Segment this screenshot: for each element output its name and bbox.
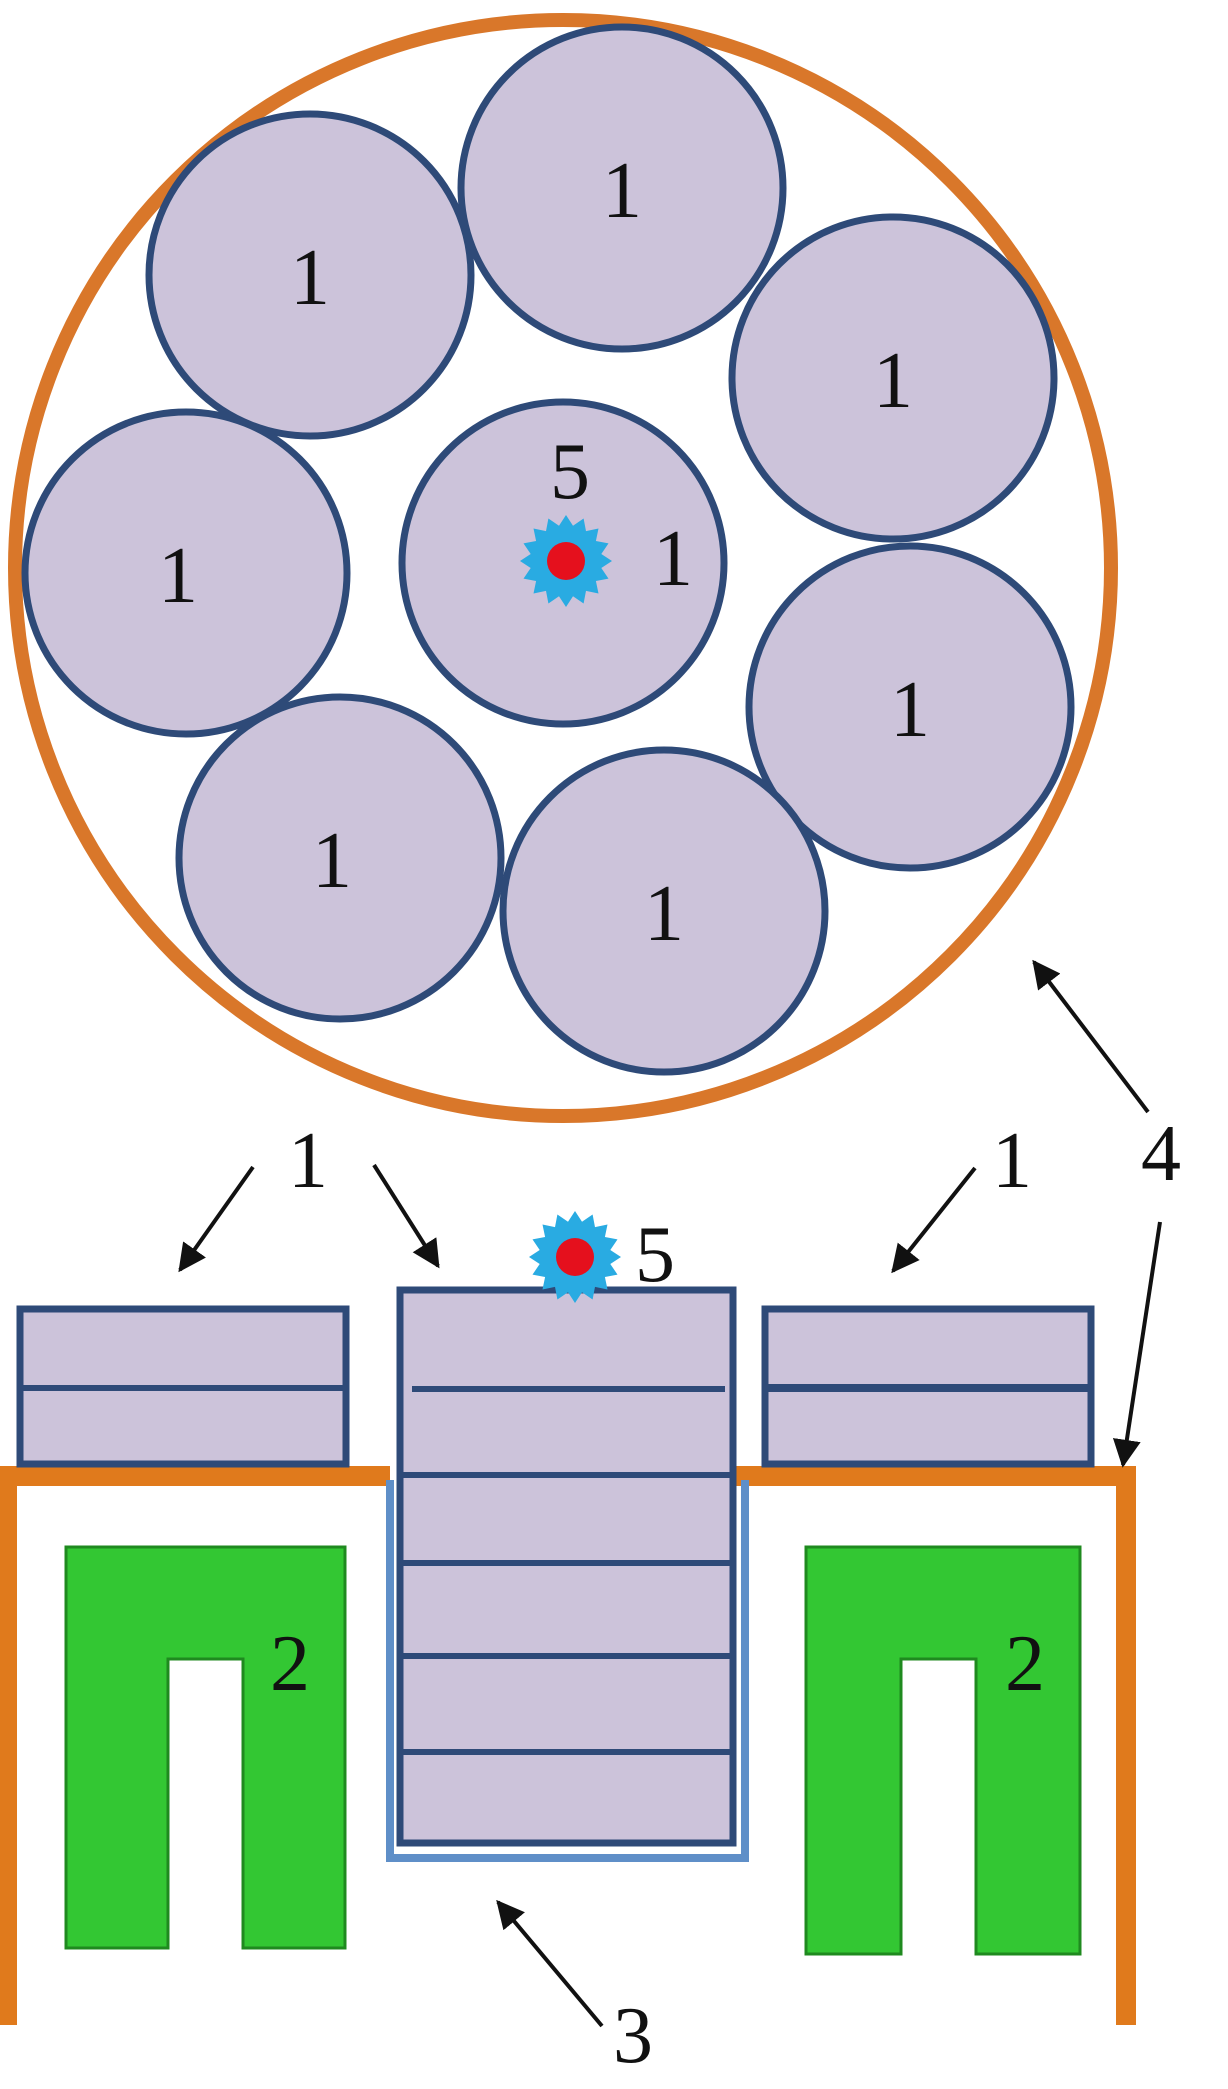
disk-callout-label-right: 1 [992, 1117, 1032, 1205]
outer-ring [8, 13, 1118, 1123]
disk-callout-label-left: 1 [288, 1117, 328, 1205]
starburst-dot-icon [529, 1211, 621, 1303]
housing-label: 4 [1141, 1110, 1181, 1198]
section-view: 2 2 5 [0, 1211, 1136, 2025]
callouts: 1 1 4 3 [178, 959, 1181, 2080]
disk-top-7: 1 [499, 746, 829, 1076]
disk-top-4: 1 [21, 408, 351, 738]
starburst-dot-icon [520, 515, 612, 607]
housing [0, 1466, 1136, 2025]
top-view: 1 1 1 1 1 1 1 1 [8, 13, 1118, 1123]
disk-top-1-label: 1 [290, 234, 330, 322]
disk-top-1: 1 [145, 110, 475, 440]
disk-top-6-label: 1 [312, 817, 352, 905]
disk-top-2: 1 [457, 23, 787, 353]
arrow-icon [891, 1166, 977, 1274]
magnet-left [64, 1545, 347, 1950]
disk-top-5: 1 [745, 542, 1075, 872]
tube-label: 3 [613, 1992, 653, 2080]
disk-top-2-label: 1 [602, 147, 642, 235]
magnet-right [804, 1545, 1082, 1956]
arrow-icon [372, 1163, 440, 1269]
disk-top-4-label: 1 [158, 532, 198, 620]
arrow-icon [178, 1165, 255, 1273]
magnet-right-label: 2 [1005, 1620, 1045, 1708]
arrow-icon [496, 1899, 604, 2028]
point-label-section: 5 [635, 1211, 675, 1299]
tube [386, 1480, 749, 1862]
disk-top-center-label: 1 [653, 515, 693, 603]
disk-top-5-label: 1 [890, 666, 930, 754]
disk-top-3: 1 [728, 213, 1058, 543]
arrow-icon [1032, 959, 1150, 1114]
disk-top-6: 1 [175, 693, 505, 1023]
disk-stack-center [396, 1286, 737, 1847]
point-label-top: 5 [550, 428, 590, 516]
arrow-icon [1112, 1221, 1162, 1468]
disk-top-3-label: 1 [873, 337, 913, 425]
disk-top-7-label: 1 [644, 870, 684, 958]
magnet-left-label: 2 [270, 1620, 310, 1708]
